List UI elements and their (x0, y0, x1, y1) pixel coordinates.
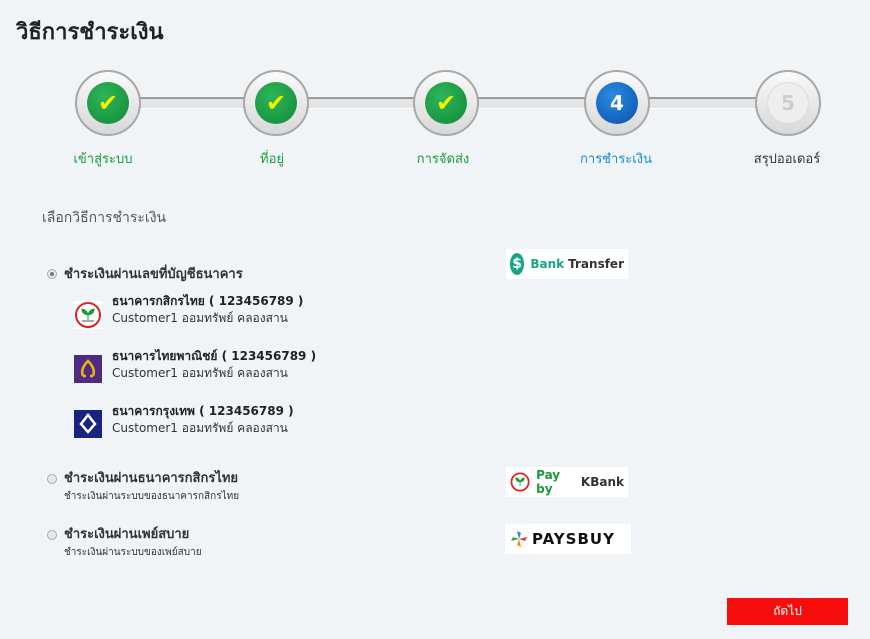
badge-text: PAYSBUY (532, 530, 615, 548)
kbank-logo-icon (510, 472, 530, 492)
badge-text: Pay by (536, 468, 561, 496)
bank-name: ธนาคารกสิกรไทย ( 123456789 ) (112, 294, 304, 308)
dollar-icon: $ (510, 253, 525, 275)
option-description: ชำระเงินผ่านระบบของธนาคารกสิกรไทย (64, 491, 240, 502)
step-1: ✔ (75, 70, 141, 136)
step-2: ✔ (243, 70, 309, 136)
option-label: ชำระเงินผ่านเลขที่บัญชีธนาคาร (64, 267, 243, 282)
next-button[interactable]: ถัดไป (727, 598, 848, 625)
bank-account: Customer1 ออมทรัพย์ คลองสาน (112, 421, 288, 435)
step-label: ที่อยู่ (260, 152, 284, 167)
bank-account: Customer1 ออมทรัพย์ คลองสาน (112, 366, 288, 380)
scb-logo-icon (74, 355, 102, 383)
bbl-logo-icon (74, 410, 102, 438)
check-icon: ✔ (255, 82, 297, 124)
step-label: สรุปออเดอร์ (753, 152, 821, 167)
check-icon: ✔ (87, 82, 129, 124)
radio-bank-transfer[interactable] (47, 269, 57, 279)
kbank-logo-icon (74, 301, 102, 329)
step-4: 4 (584, 70, 650, 136)
step-number: 4 (596, 82, 638, 124)
step-label: การชำระเงิน (580, 152, 652, 167)
badge-text: Transfer (568, 257, 624, 271)
page-title: วิธีการชำระเงิน (16, 20, 164, 45)
section-label: เลือกวิธีการชำระเงิน (42, 210, 167, 226)
step-number: 5 (767, 82, 809, 124)
step-5: 5 (755, 70, 821, 136)
check-icon: ✔ (425, 82, 467, 124)
option-description: ชำระเงินผ่านระบบของเพย์สบาย (64, 547, 202, 558)
badge-text: Bank (530, 257, 565, 271)
paysbuy-logo-icon (511, 531, 527, 547)
radio-kbank[interactable] (47, 474, 57, 484)
option-label: ชำระเงินผ่านเพย์สบาย (64, 527, 190, 542)
paysbuy-badge: PAYSBUY (505, 524, 631, 554)
bank-name: ธนาคารกรุงเทพ ( 123456789 ) (112, 404, 294, 418)
bank-name: ธนาคารไทยพาณิชย์ ( 123456789 ) (112, 349, 317, 363)
step-3: ✔ (413, 70, 479, 136)
pay-by-kbank-badge: Pay by KBank (506, 467, 628, 497)
badge-text: KBank (580, 475, 624, 489)
bank-account: Customer1 ออมทรัพย์ คลองสาน (112, 311, 288, 325)
option-label: ชำระเงินผ่านธนาคารกสิกรไทย (64, 471, 239, 486)
step-label: เข้าสู่ระบบ (73, 152, 133, 167)
step-label: การจัดส่ง (416, 152, 470, 167)
radio-paysbuy[interactable] (47, 530, 57, 540)
